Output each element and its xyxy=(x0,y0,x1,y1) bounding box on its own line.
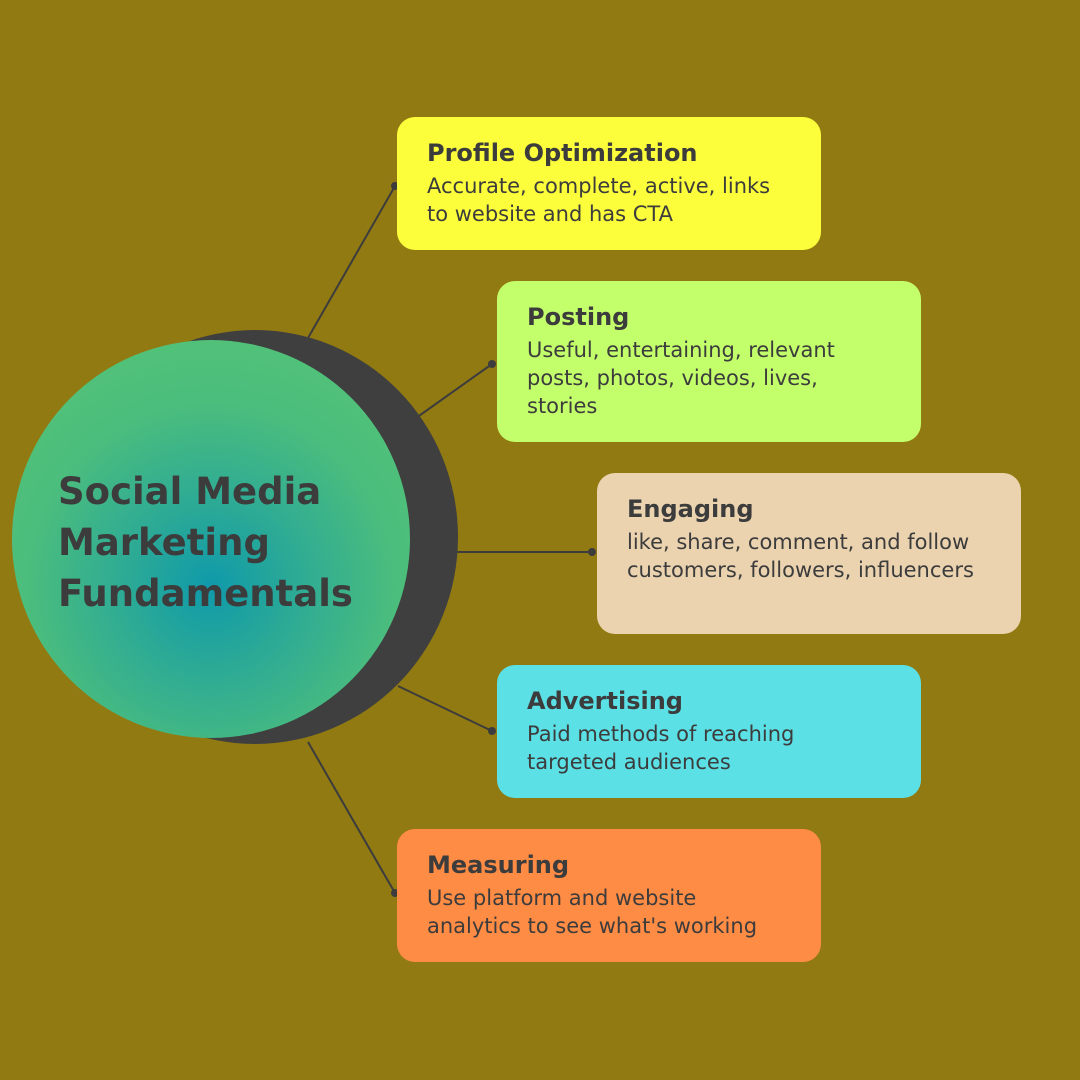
card-title: Measuring xyxy=(427,851,570,879)
card-advertising: Advertising Paid methods of reaching tar… xyxy=(497,665,921,798)
card-description: Accurate, complete, active, links to web… xyxy=(427,174,771,226)
card-description: Paid methods of reaching targeted audien… xyxy=(527,722,795,774)
connector-line xyxy=(307,741,396,894)
card-posting: Posting Useful, entertaining, relevant p… xyxy=(497,281,921,442)
card-engaging: Engaging like, share, comment, and follo… xyxy=(597,473,1021,634)
card-title: Advertising xyxy=(527,687,683,715)
card-measuring: Measuring Use platform and website analy… xyxy=(397,829,821,962)
connector-dot xyxy=(588,548,596,556)
card-title: Profile Optimization xyxy=(427,139,698,167)
connector-line xyxy=(397,685,493,732)
card-description: Useful, entertaining, relevant posts, ph… xyxy=(527,338,835,418)
card-profile-optimization: Profile Optimization Accurate, complete,… xyxy=(397,117,821,250)
card-description: Use platform and website analytics to se… xyxy=(427,886,758,938)
connector-dot xyxy=(488,727,496,735)
connector-line xyxy=(307,185,396,339)
central-circle xyxy=(12,340,410,738)
card-title: Engaging xyxy=(627,495,754,523)
diagram-title: Social Media Marketing Fundamentals xyxy=(58,470,353,615)
connector-dot xyxy=(488,360,496,368)
card-title: Posting xyxy=(527,303,630,331)
connector-line xyxy=(415,363,493,419)
card-description: like, share, comment, and follow custome… xyxy=(627,530,974,582)
